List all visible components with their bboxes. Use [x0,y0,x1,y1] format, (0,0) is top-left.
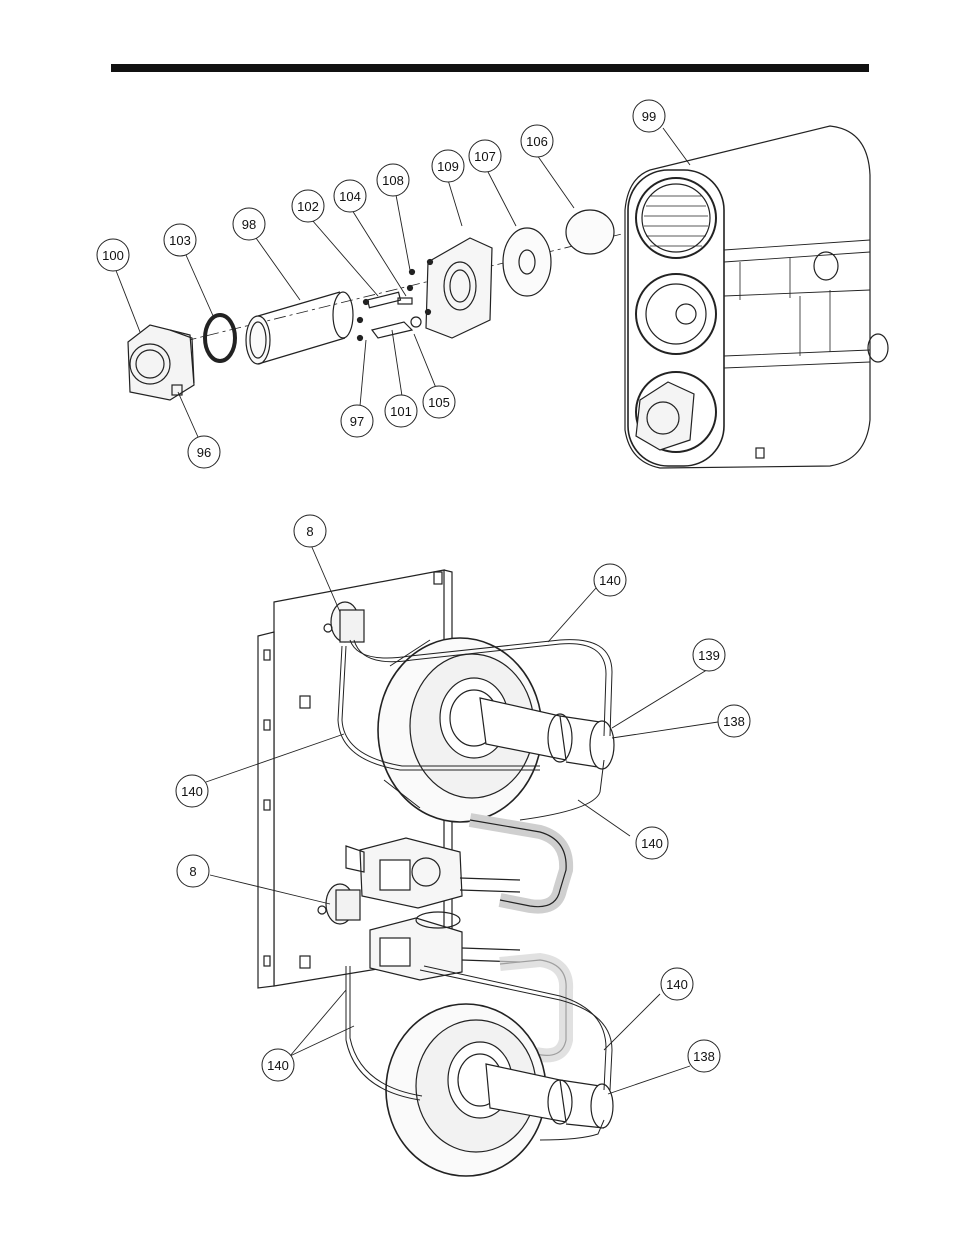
svg-text:105: 105 [428,395,450,410]
svg-text:97: 97 [350,414,364,429]
callout-140-right-mid: 140 [636,827,668,859]
svg-text:140: 140 [666,977,688,992]
svg-text:8: 8 [189,864,196,879]
part-106-target [566,210,614,254]
svg-text:102: 102 [297,199,319,214]
callout-140-right-low: 140 [661,968,693,1000]
part-98-burner-tube [246,292,353,364]
callout-105: 105 [423,386,455,418]
svg-text:140: 140 [267,1058,289,1073]
small-hardware [358,292,422,340]
svg-text:107: 107 [474,149,496,164]
svg-text:138: 138 [693,1049,715,1064]
svg-text:109: 109 [437,159,459,174]
svg-text:140: 140 [599,573,621,588]
callout-98: 98 [233,208,265,240]
callout-8-upper: 8 [294,515,326,547]
callout-139: 139 [693,639,725,671]
svg-text:8: 8 [306,524,313,539]
svg-text:108: 108 [382,173,404,188]
callout-107: 107 [469,140,501,172]
svg-text:139: 139 [698,648,720,663]
bottom-blower-assembly [258,570,614,1176]
callout-106: 106 [521,125,553,157]
svg-text:99: 99 [642,109,656,124]
svg-text:101: 101 [390,404,412,419]
callout-140-top: 140 [594,564,626,596]
part-103-gasket [205,315,235,361]
callout-99: 99 [633,100,665,132]
callout-103: 103 [164,224,196,256]
svg-text:140: 140 [181,784,203,799]
svg-text:106: 106 [526,134,548,149]
callout-138-lower: 138 [688,1040,720,1072]
callout-102: 102 [292,190,324,222]
svg-text:140: 140 [641,836,663,851]
svg-text:96: 96 [197,445,211,460]
callout-100: 100 [97,239,129,271]
part-109-flange [408,238,493,338]
svg-text:103: 103 [169,233,191,248]
callout-8-lower: 8 [177,855,209,887]
svg-text:98: 98 [242,217,256,232]
part-100-housing [128,325,194,400]
svg-text:104: 104 [339,189,361,204]
callout-140-left: 140 [176,775,208,807]
svg-text:100: 100 [102,248,124,263]
callout-104: 104 [334,180,366,212]
part-99-heat-exchanger [625,126,888,468]
upper-blower [378,638,614,822]
part-107-disk [503,228,551,296]
callout-140-bottom-left: 140 [262,1049,294,1081]
callout-108: 108 [377,164,409,196]
lower-blower [386,1004,613,1176]
top-exploded-assembly [128,126,888,468]
callout-96: 96 [188,436,220,468]
callout-109: 109 [432,150,464,182]
callout-101: 101 [385,395,417,427]
svg-text:138: 138 [723,714,745,729]
callout-138-upper: 138 [718,705,750,737]
callout-97: 97 [341,405,373,437]
